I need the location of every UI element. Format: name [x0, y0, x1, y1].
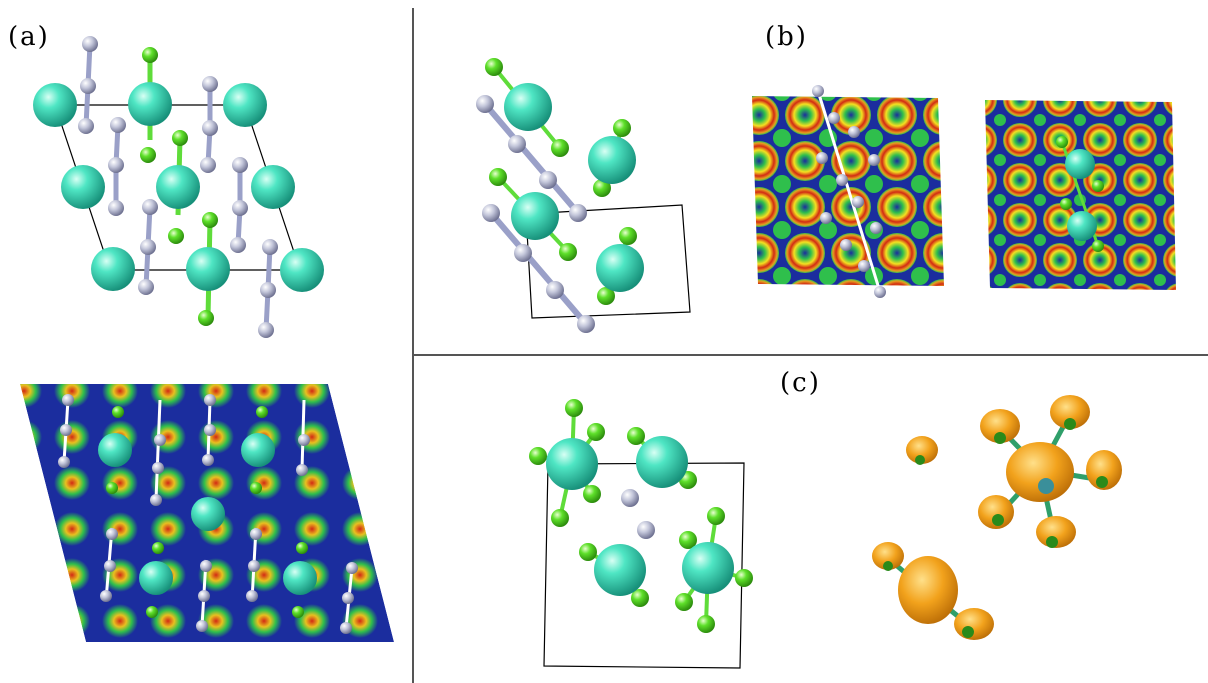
- horizontal-divider: [414, 354, 1208, 356]
- green-atoms-a: [140, 47, 218, 326]
- panel-a-density-map: [20, 384, 394, 642]
- teal-atoms-a: [33, 82, 324, 292]
- grey-atoms-a: [78, 36, 278, 338]
- vertical-divider: [412, 8, 414, 683]
- panel-b-density-map-1: [752, 85, 944, 298]
- panel-c-isosurface: [872, 395, 1122, 640]
- panel-c-structure: [529, 399, 753, 669]
- panel-a-structure: [33, 36, 324, 338]
- panel-b-structure: [476, 58, 691, 333]
- unit-cell-outline-b: [525, 204, 691, 319]
- panel-label-c: (c): [780, 368, 821, 398]
- panel-label-b: (b): [765, 22, 808, 52]
- panel-b-density-map-2: [985, 100, 1176, 290]
- panel-label-a: (a): [8, 22, 50, 52]
